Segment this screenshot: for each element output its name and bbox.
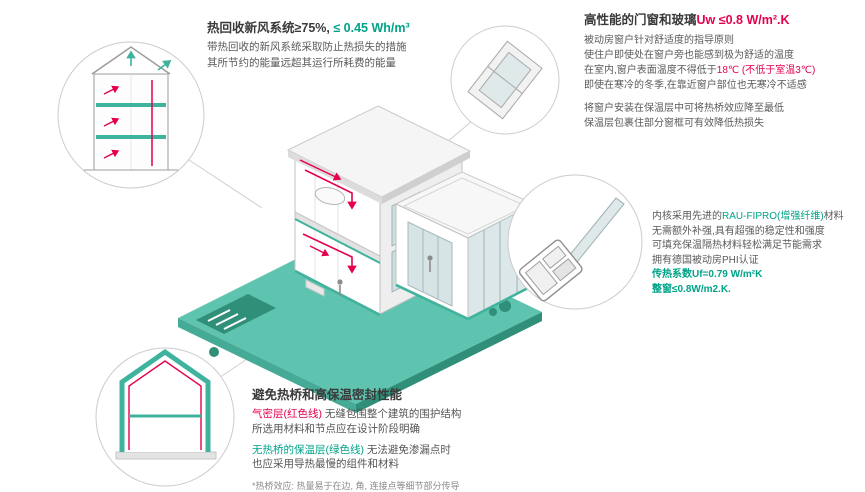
windows-line-5: 将窗户安装在保温层中可将热桥效应降至最低 — [584, 103, 784, 115]
window-profile-inset — [507, 174, 643, 310]
ventilation-duct-red — [309, 245, 330, 257]
profile-line-2: 无需额外补强,具有超强的稳定性和强度 — [652, 225, 825, 237]
windows-line-3: 在室内,窗户表面温度不得低于18℃ (不低于室温3℃) — [584, 63, 860, 78]
ground-edge-left — [178, 318, 356, 413]
floor-slab-teal — [96, 135, 166, 139]
profile-block: 内核采用先进的RAU-FIPRO(增强纤维)材料 无需额外补强,具有超强的稳定性… — [652, 210, 860, 297]
thermal-line-4: 也应采用导热最慢的组件和材料 — [252, 458, 399, 471]
insulation-line — [294, 218, 381, 264]
windows-line-1: 被动房窗户针对舒适度的指导原则 — [584, 35, 734, 47]
windows-title-text: 高性能的门窗和玻璃 — [584, 13, 697, 27]
thermal-line-1-label: 气密层(红色线) — [252, 408, 322, 421]
airflow-arrow-red — [103, 149, 120, 159]
windows-block: 高性能的门窗和玻璃Uw ≤0.8 W/m².K 被动房窗户针对舒适度的指导原则 … — [584, 12, 860, 131]
profile-line-1-pre: 内核采用先进的 — [652, 211, 722, 222]
heat-recovery-title-value: ≤ 0.45 Wh/m³ — [333, 21, 410, 35]
thermal-line-3-label: 无热桥的保温层(绿色线) — [252, 443, 364, 456]
thermal-line-1-rest: 无缝包围整个建筑的围护结构 — [322, 408, 462, 421]
heat-recovery-title-text: 热回收新风系统≥75%, — [207, 21, 334, 35]
floor-slab-teal — [96, 103, 166, 107]
profile-line-4: 拥有德国被动房PHI认证 — [652, 254, 759, 266]
thermal-line-3: 无热桥的保温层(绿色线) 无法避免渗漏点时 — [252, 443, 567, 458]
airflow-arrow-teal — [157, 60, 172, 71]
roof-outline — [91, 46, 171, 75]
bush — [209, 347, 219, 357]
windows-line-4: 即使在寒冷的冬季,在靠近窗户部位也无寒冷不适感 — [584, 80, 807, 92]
window-section — [467, 40, 543, 120]
bush — [489, 308, 497, 316]
thermal-title: 避免热桥和高保温密封性能 — [252, 388, 403, 402]
spacer — [584, 93, 860, 101]
profile-line-1-material: RAU-FIPRO(增强纤维) — [722, 211, 824, 222]
ventilation-duct-red — [304, 169, 357, 210]
airflow-arrow-red — [103, 117, 120, 127]
ground-base — [115, 451, 217, 460]
thermal-block: 避免热桥和高保温密封性能 气密层(红色线) 无缝包围整个建筑的围护结构 所选用材… — [252, 387, 567, 492]
thermal-line-1: 气密层(红色线) 无缝包围整个建筑的围护结构 — [252, 407, 567, 422]
windows-title-value: Uw ≤0.8 W/m².K — [696, 13, 790, 27]
thermal-note: *热桥效应: 热量易于在边, 角, 连接点等细节部分传导 — [252, 481, 460, 491]
thermal-bridge-inset — [95, 347, 235, 487]
roof-duct-red — [299, 159, 342, 181]
thermal-line-3-rest: 无法避免渗漏点时 — [364, 443, 451, 456]
airtight-layer-red — [128, 360, 202, 450]
heat-recovery-block: 热回收新风系统≥75%, ≤ 0.45 Wh/m³ 带热回收的新风系统采取防止热… — [207, 20, 477, 72]
house-illustration — [286, 105, 536, 321]
windows-line-3-pre: 在室内,窗户表面温度不得低于 — [584, 65, 717, 77]
roof-edge — [382, 151, 470, 204]
windows-line-3-highlight: 18℃ (不低于室温3℃) — [716, 65, 816, 77]
furniture — [305, 279, 325, 297]
heat-recovery-title: 热回收新风系统≥75%, ≤ 0.45 Wh/m³ — [207, 20, 477, 36]
ventilation-duct-red — [302, 233, 357, 274]
profile-line-1-post: 材料 — [823, 211, 844, 222]
insulation-layer-green — [119, 348, 211, 452]
frame-profile — [518, 239, 583, 302]
window-corner-inset — [450, 25, 560, 135]
windows-line-6: 保温层包裹住部分窗框可有效降低热损失 — [584, 118, 764, 130]
heat-recovery-line-2: 其所节约的能量远超其运行所耗费的能量 — [207, 57, 396, 69]
bush — [499, 300, 511, 312]
person-silhouettes — [337, 255, 433, 296]
profile-value-1: 传热系数Uf=0.79 W/m²K — [652, 269, 763, 280]
door-mullions — [422, 229, 439, 299]
thermal-line-2: 所选用材料和节点应在设计阶段明确 — [252, 422, 420, 435]
profile-value-2: 整窗≤0.8W/m2.K. — [652, 283, 731, 295]
windows-title: 高性能的门窗和玻璃Uw ≤0.8 W/m².K — [584, 12, 860, 28]
base-insulation-lines — [294, 269, 535, 321]
profile-line-1: 内核采用先进的RAU-FIPRO(增强纤维)材料 — [652, 210, 860, 225]
heat-recovery-inset — [57, 41, 205, 189]
ground-edge-right — [356, 312, 542, 413]
bathtub — [314, 187, 346, 205]
garden-steps — [207, 309, 247, 330]
airflow-arrow-red — [103, 85, 120, 95]
profile-line-3: 可填充保温隔热材料轻松满足节能需求 — [652, 240, 822, 251]
windows-line-2: 使住户即使处在窗户旁也能感到极为舒适的温度 — [584, 50, 794, 62]
heat-recovery-line-1: 带热回收的新风系统采取防止热损失的措施 — [207, 41, 407, 54]
inset-circle — [507, 174, 643, 310]
